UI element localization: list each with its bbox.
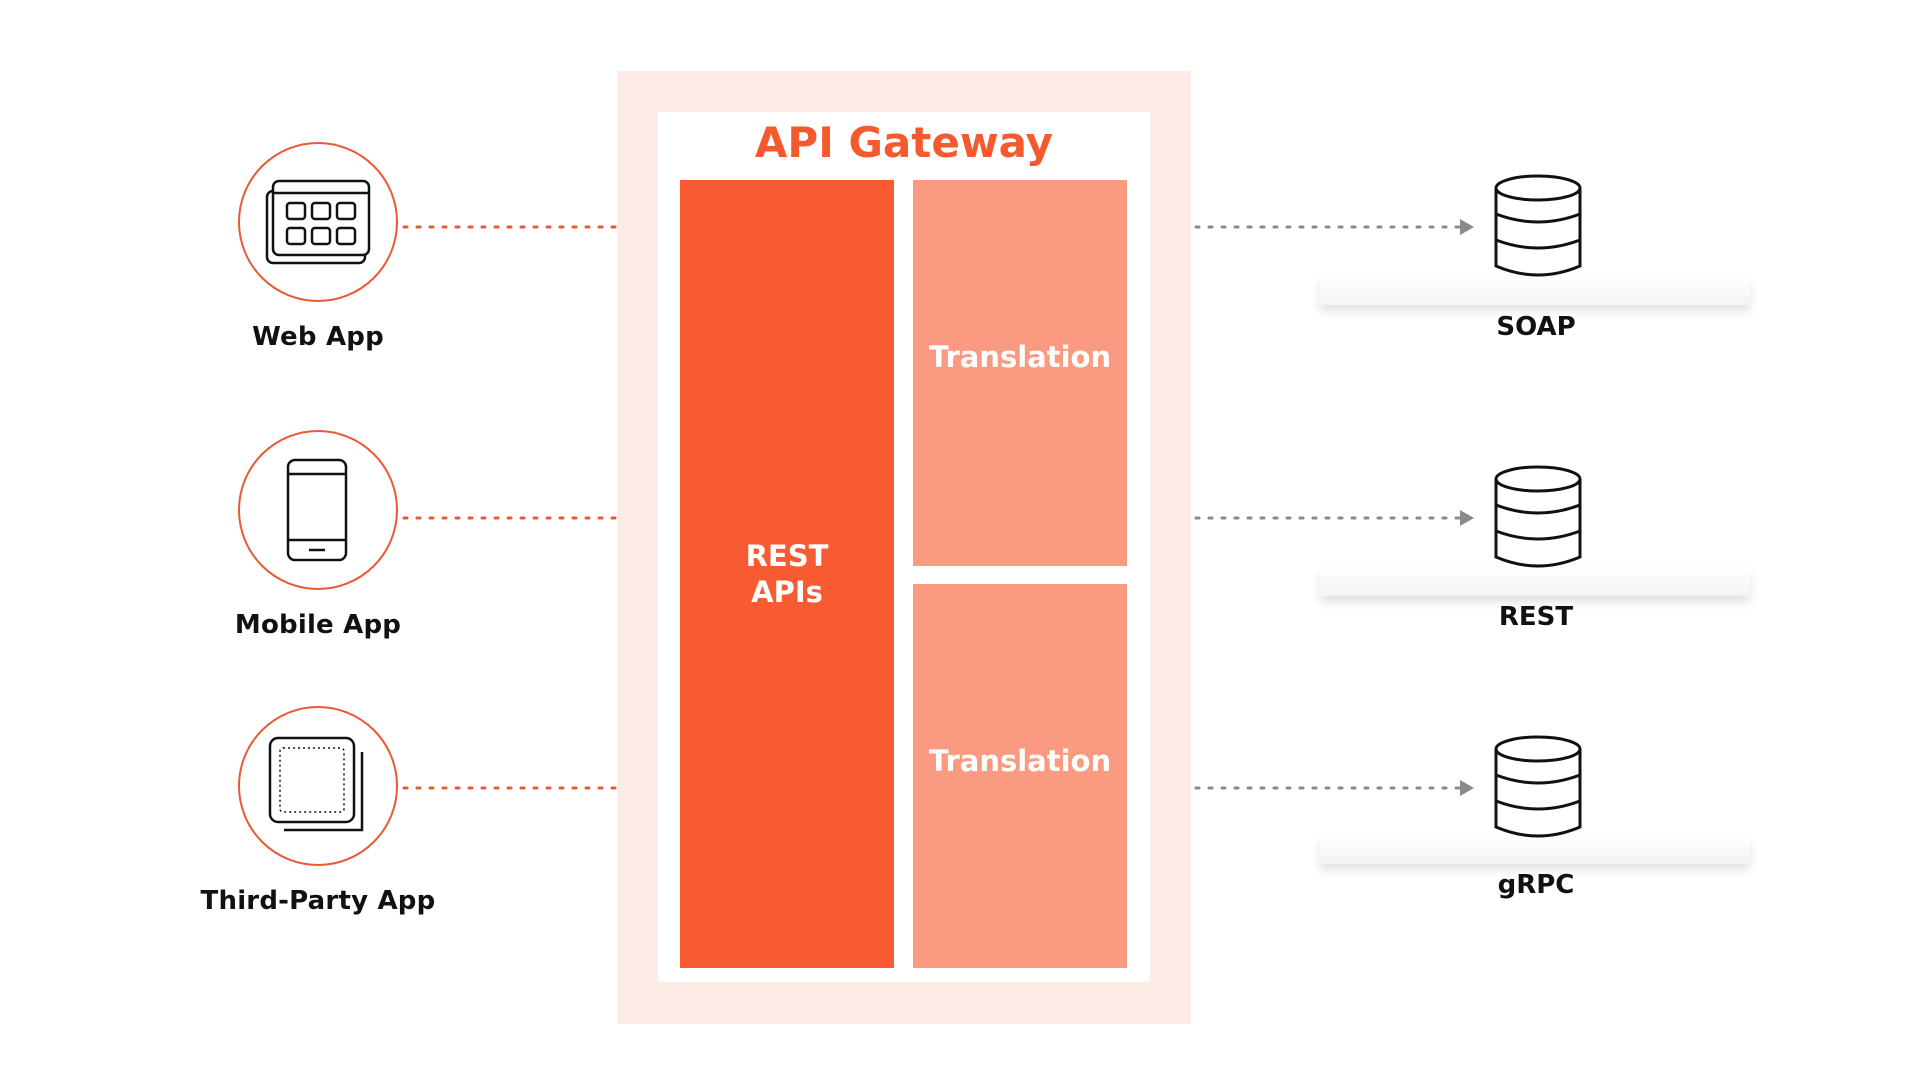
soap-database-icon [1494, 174, 1582, 277]
rest-database-icon [1494, 465, 1582, 568]
third-party-app-label: Third-Party App [200, 886, 436, 916]
rest-apis-block: REST APIs [680, 180, 894, 968]
translation-label-top: Translation [928, 340, 1112, 374]
web-app-grid-icon [265, 179, 371, 265]
rest-platform [1320, 568, 1750, 596]
stacked-windows-icon [268, 736, 364, 832]
soap-label: SOAP [1496, 312, 1576, 342]
soap-platform [1320, 277, 1750, 305]
translation-block-top: Translation [913, 180, 1127, 566]
rest-apis-label: REST APIs [745, 539, 829, 609]
rest-label: REST [1498, 602, 1574, 632]
backend-arrow-grpc [1194, 780, 1474, 796]
translation-block-bottom: Translation [913, 584, 1127, 968]
grpc-label: gRPC [1497, 870, 1575, 900]
backend-arrow-rest [1194, 510, 1474, 526]
mobile-app-label: Mobile App [234, 610, 402, 640]
web-app-label: Web App [252, 322, 384, 352]
mobile-app-node [238, 430, 398, 590]
backend-arrow-soap [1194, 219, 1474, 235]
api-gateway-title: API Gateway [754, 118, 1054, 167]
third-party-app-node [238, 706, 398, 866]
web-app-node [238, 142, 398, 302]
translation-label-bottom: Translation [928, 744, 1112, 778]
smartphone-icon [286, 458, 348, 562]
grpc-database-icon [1494, 735, 1582, 838]
grpc-platform [1320, 836, 1750, 864]
